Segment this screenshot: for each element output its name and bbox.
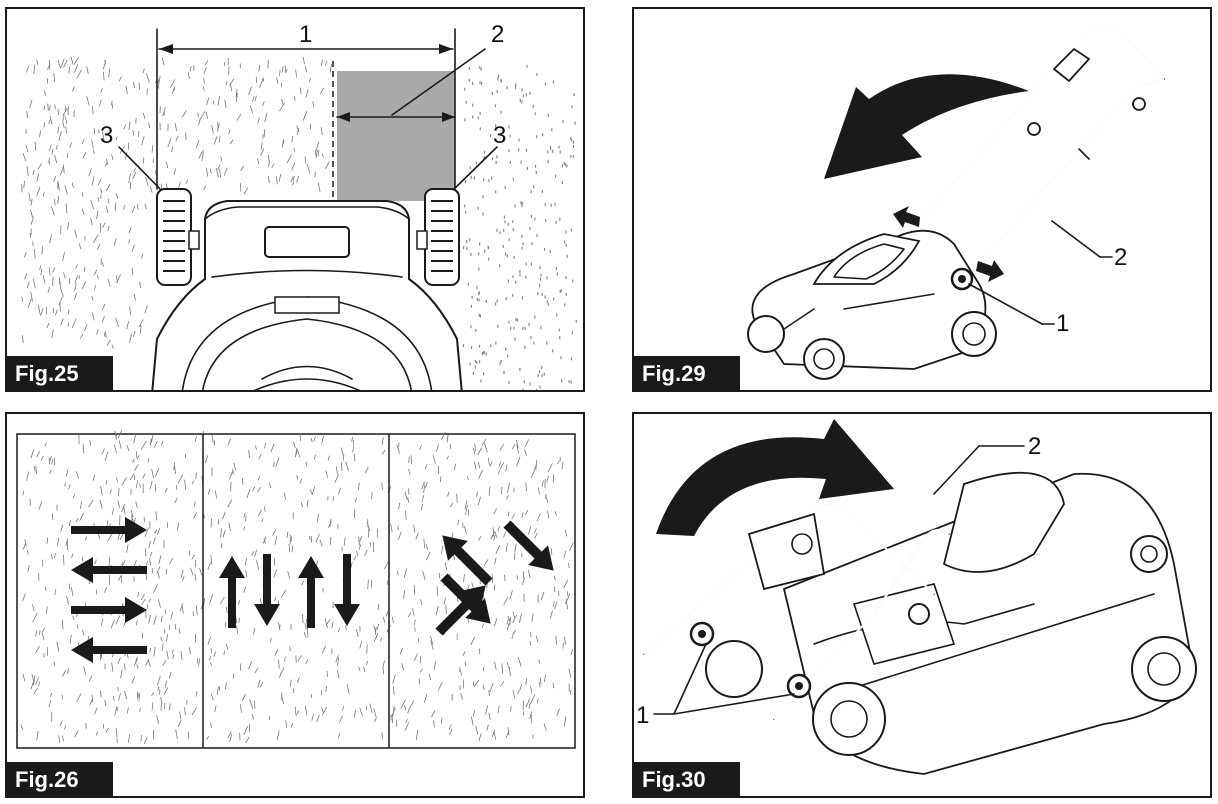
mower-body (705, 471, 1197, 775)
callout-knob: 1 (1056, 310, 1069, 337)
leader-line (673, 693, 795, 715)
arrowhead (337, 112, 350, 122)
folded-handle (643, 504, 950, 720)
figure-29-drawing: 1 2 (747, 26, 1165, 380)
leader-line (391, 48, 486, 116)
mower-body (747, 229, 997, 380)
callout-cutting-width: 1 (299, 21, 312, 48)
horizontal-mowing-pattern (71, 517, 147, 663)
callout-wheel-left: 3 (100, 122, 113, 149)
leader-line (118, 146, 163, 192)
figure-29-panel: 1 2 Fig.29 (632, 7, 1212, 392)
callout-wheel-right: 3 (493, 122, 506, 149)
leader-line (933, 445, 980, 495)
callout-handle: 2 (1114, 244, 1127, 271)
push-arrow (893, 206, 920, 228)
leader-line (968, 283, 1043, 325)
figure-30-drawing: 1 2 (636, 419, 1197, 775)
callout-handle: 2 (1028, 433, 1041, 460)
figure-25-panel: 1 2 3 3 Fig.25 (5, 7, 585, 392)
overlap-strip (337, 71, 455, 201)
callout-knobs: 1 (636, 702, 649, 729)
leader-line (1051, 220, 1101, 258)
arrowhead (439, 44, 453, 54)
figure-label: Fig.29 (634, 356, 740, 390)
figure-label: Fig.30 (634, 762, 740, 796)
mower-handle (911, 26, 1165, 280)
leader-line (673, 643, 707, 715)
figure-label: Fig.25 (7, 356, 113, 390)
lawn-area (16, 433, 576, 749)
leader-line (451, 146, 498, 192)
figure-25-drawing: 1 2 3 3 (21, 21, 577, 390)
arrowhead (159, 44, 173, 54)
fold-direction-arrow (824, 74, 1029, 179)
mower-rear-view (151, 200, 463, 390)
vertical-mowing-pattern (219, 554, 360, 628)
left-rear-wheel (156, 188, 200, 286)
diagonal-mowing-pattern (435, 520, 554, 636)
figure-30-panel: 1 2 Fig.30 (632, 412, 1212, 798)
pull-arrow (976, 260, 1004, 282)
right-rear-wheel (416, 188, 460, 286)
fold-direction-arrow (656, 419, 894, 536)
figure-26-panel: Fig.26 (5, 412, 585, 798)
callout-overlap: 2 (491, 21, 504, 48)
arrowhead (442, 112, 455, 122)
figure-26-drawing (16, 430, 576, 749)
figure-label: Fig.26 (7, 762, 113, 796)
grass-texture (20, 430, 574, 744)
